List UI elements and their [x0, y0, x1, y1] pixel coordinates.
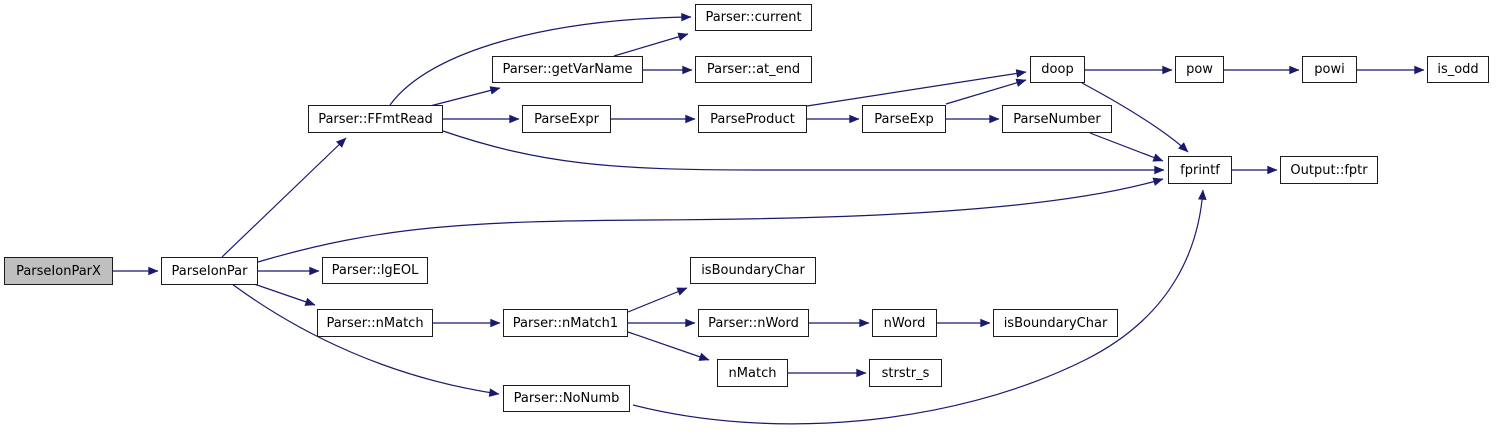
edge-parser-ffmtread-to-fprintf [442, 130, 1165, 175]
node-parser-getvarname[interactable]: Parser::getVarName [492, 56, 643, 83]
node-parser-at-end[interactable]: Parser::at_end [695, 56, 812, 83]
node-parser-lgeol[interactable]: Parser::lgEOL [322, 257, 428, 284]
edge-parser-getvarname-to-parser-current [613, 32, 689, 57]
node-nmatch[interactable]: nMatch [717, 359, 788, 387]
edge-parseionpar-to-fprintf [257, 177, 1164, 263]
edge-parser-nonumb-to-fprintf [632, 189, 1207, 425]
node-parser-nonumb[interactable]: Parser::NoNumb [503, 385, 630, 412]
node-nword[interactable]: nWord [872, 309, 937, 337]
node-parseexpr[interactable]: ParseExpr [522, 105, 611, 133]
node-parseionpar[interactable]: ParseIonPar [161, 257, 258, 285]
node-parseproduct[interactable]: ParseProduct [698, 105, 807, 133]
node-parseexp[interactable]: ParseExp [862, 105, 946, 133]
edge-parseexp-to-doop [945, 78, 1027, 105]
edge-parser-ffmtread-to-parser-getvarname [429, 86, 501, 107]
node-fprintf[interactable]: fprintf [1168, 156, 1232, 184]
node-parser-ffmtread[interactable]: Parser::FFmtRead [308, 105, 443, 133]
node-parser-nmatch[interactable]: Parser::nMatch [317, 309, 433, 337]
edge-parsenumber-to-fprintf [1089, 132, 1164, 162]
edge-parser-nmatch1-to-isboundarychar-upper [627, 287, 688, 313]
node-powi[interactable]: powi [1302, 56, 1357, 83]
node-parsenumber[interactable]: ParseNumber [1002, 105, 1112, 133]
node-parser-nmatch1[interactable]: Parser::nMatch1 [503, 309, 628, 337]
node-isboundarychar-upper[interactable]: isBoundaryChar [690, 257, 816, 284]
node-isboundarychar-right[interactable]: isBoundaryChar [993, 309, 1118, 337]
node-parseionparx: ParseIonParX [4, 257, 113, 285]
edge-parseproduct-to-doop [806, 69, 1027, 107]
node-strstr-s[interactable]: strstr_s [869, 359, 942, 387]
node-output-fptr[interactable]: Output::fptr [1280, 156, 1378, 184]
node-pow[interactable]: pow [1175, 56, 1224, 83]
node-parser-current[interactable]: Parser::current [695, 4, 812, 31]
edge-parseionpar-to-parser-nmatch [253, 283, 316, 306]
node-parser-nword[interactable]: Parser::nWord [698, 309, 809, 337]
edge-parser-nmatch1-to-nmatch [627, 331, 710, 361]
edge-parseionpar-to-parser-nonumb [231, 283, 500, 397]
edge-parseionpar-to-parser-ffmtread [221, 137, 347, 258]
node-doop[interactable]: doop [1030, 56, 1085, 83]
node-is-odd[interactable]: is_odd [1427, 56, 1489, 83]
